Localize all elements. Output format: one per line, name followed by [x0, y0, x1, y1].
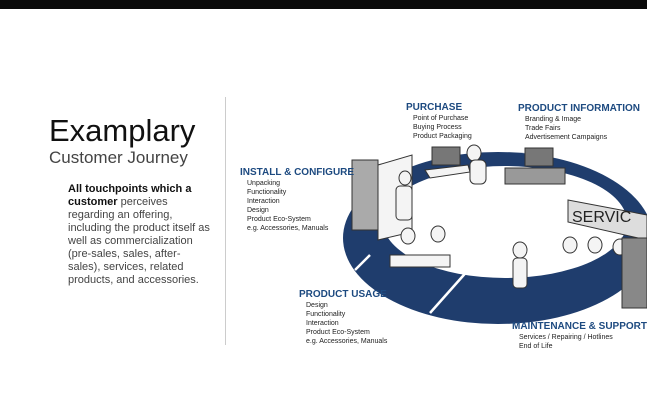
touchpoint-item: Functionality [306, 311, 346, 318]
buyer-head [466, 144, 482, 162]
touchpoint-title: INSTALL & CONFIGURE [240, 167, 355, 178]
person-body [395, 185, 413, 221]
touchpoint-item: Unpacking [247, 180, 281, 187]
user-head-1 [400, 227, 416, 245]
ring-segment-dividers [354, 170, 506, 314]
sign-text: SERVIC [572, 209, 631, 226]
touchpoint-item: Functionality [247, 189, 287, 196]
touchpoint-maintenance-support: MAINTENANCE & SUPPORT Services / Repairi… [512, 321, 647, 351]
customer-head [512, 241, 528, 259]
service-counter [621, 237, 647, 309]
description-bold: All touchpoints which a customer [68, 183, 192, 208]
touchpoint-item: Services / Repairing / Hotlines [519, 334, 613, 341]
person-head [398, 170, 412, 186]
table [389, 254, 451, 268]
touchpoint-title: PRODUCT INFORMATION [518, 103, 641, 114]
touchpoint-item: Point of Purchase [413, 115, 469, 122]
touchpoint-item: Buying Process [413, 124, 462, 131]
door-frame [351, 159, 379, 231]
staff-head-2 [587, 236, 603, 254]
touchpoint-item: Product Packaging [413, 133, 472, 140]
touchpoint-item: Design [247, 207, 269, 214]
counter [504, 167, 566, 185]
touchpoint-product-information: PRODUCT INFORMATION Branding & Image Tra… [518, 103, 640, 142]
description-text: perceives regarding an offering, includi… [68, 196, 210, 286]
service-sign [567, 199, 647, 241]
user-head-2 [430, 225, 446, 243]
touchpoint-item: End of Life [519, 343, 553, 350]
touchpoint-install-configure: INSTALL & CONFIGURE Unpacking Functional… [240, 167, 354, 233]
illustrations: SERVIC [351, 144, 647, 309]
top-bar [0, 0, 647, 9]
touchpoint-title: PURCHASE [406, 102, 463, 113]
touchpoint-purchase: PURCHASE Point of Purchase Buying Proces… [406, 102, 472, 141]
touchpoint-item: Product Eco-System [306, 329, 370, 336]
touchpoint-item: e.g. Accessories, Manuals [247, 225, 329, 232]
touchpoint-item: Advertisement Campaigns [525, 134, 608, 141]
staff-head-1 [562, 236, 578, 254]
touchpoint-item: Interaction [247, 198, 280, 205]
touchpoint-item: Interaction [306, 320, 339, 327]
buyer-body [469, 159, 487, 185]
touchpoint-product-usage: PRODUCT USAGE Design Functionality Inter… [299, 289, 387, 346]
page-title: Examplary [49, 113, 196, 148]
description: All touchpoints which a customer perceiv… [68, 183, 210, 287]
touchpoint-title: MAINTENANCE & SUPPORT [512, 321, 647, 332]
customer-body [512, 257, 528, 289]
touchpoint-item: Trade Fairs [525, 125, 561, 132]
touchpoint-item: Design [306, 302, 328, 309]
monitor [524, 147, 554, 167]
touchpoint-title: PRODUCT USAGE [299, 289, 387, 300]
touchpoint-item: e.g. Accessories, Manuals [306, 338, 388, 345]
divider [225, 97, 226, 345]
page-subtitle: Customer Journey [49, 148, 188, 167]
laptop [431, 146, 461, 166]
touchpoint-item: Product Eco-System [247, 216, 311, 223]
touchpoint-item: Branding & Image [525, 116, 582, 123]
